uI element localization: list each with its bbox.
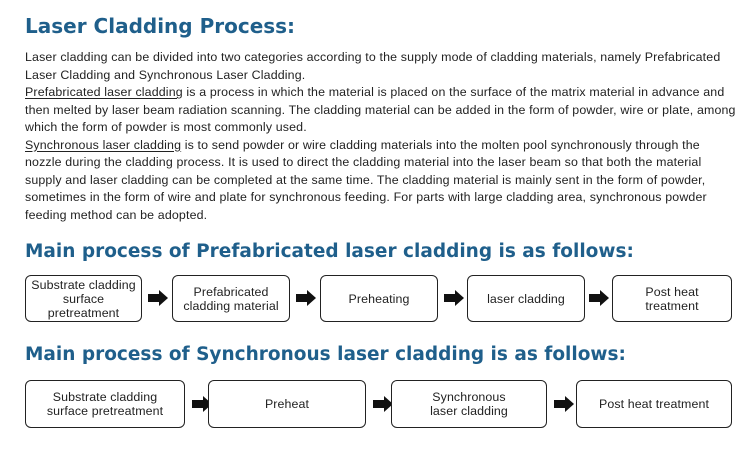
prefabricated-term: Prefabricated laser cladding: [25, 85, 183, 99]
synchronous-step-preheat: Preheat: [208, 380, 366, 428]
intro-paragraph-synchronous: Synchronous laser cladding is to send po…: [25, 137, 737, 225]
intro-text: Laser cladding can be divided into two c…: [25, 49, 737, 224]
prefabricated-step-material: Prefabricated cladding material: [172, 275, 290, 322]
intro-paragraph-prefabricated: Prefabricated laser cladding is a proces…: [25, 84, 737, 137]
synchronous-process-flow: Substrate cladding surface pretreatment …: [0, 380, 756, 428]
arrow-right-icon: [554, 396, 574, 412]
arrow-right-icon: [296, 290, 316, 306]
page-title: Laser Cladding Process:: [25, 14, 296, 38]
synchronous-term: Synchronous laser cladding: [25, 137, 182, 152]
synchronous-step-pretreatment: Substrate cladding surface pretreatment: [25, 380, 185, 428]
prefabricated-step-laser-cladding: laser cladding: [467, 275, 585, 322]
prefabricated-description: is a process in which the material is pl…: [25, 85, 736, 134]
arrow-right-icon: [192, 396, 212, 412]
arrow-right-icon: [373, 396, 393, 412]
synchronous-description: is to send powder or wire cladding mater…: [25, 137, 707, 222]
intro-paragraph-categories: Laser cladding can be divided into two c…: [25, 50, 721, 82]
synchronous-step-laser-cladding: Synchronous laser cladding: [391, 380, 547, 428]
prefabricated-step-pretreatment: Substrate cladding surface pretreatment: [25, 275, 142, 322]
arrow-right-icon: [589, 290, 609, 306]
prefabricated-process-flow: Substrate cladding surface pretreatment …: [0, 275, 756, 323]
synchronous-process-heading: Main process of Synchronous laser claddi…: [25, 344, 626, 365]
synchronous-step-post-heat: Post heat treatment: [576, 380, 732, 428]
prefabricated-step-preheating: Preheating: [320, 275, 438, 322]
arrow-right-icon: [444, 290, 464, 306]
prefabricated-process-heading: Main process of Prefabricated laser clad…: [25, 241, 634, 262]
arrow-right-icon: [148, 290, 168, 306]
prefabricated-step-post-heat: Post heat treatment: [612, 275, 732, 322]
